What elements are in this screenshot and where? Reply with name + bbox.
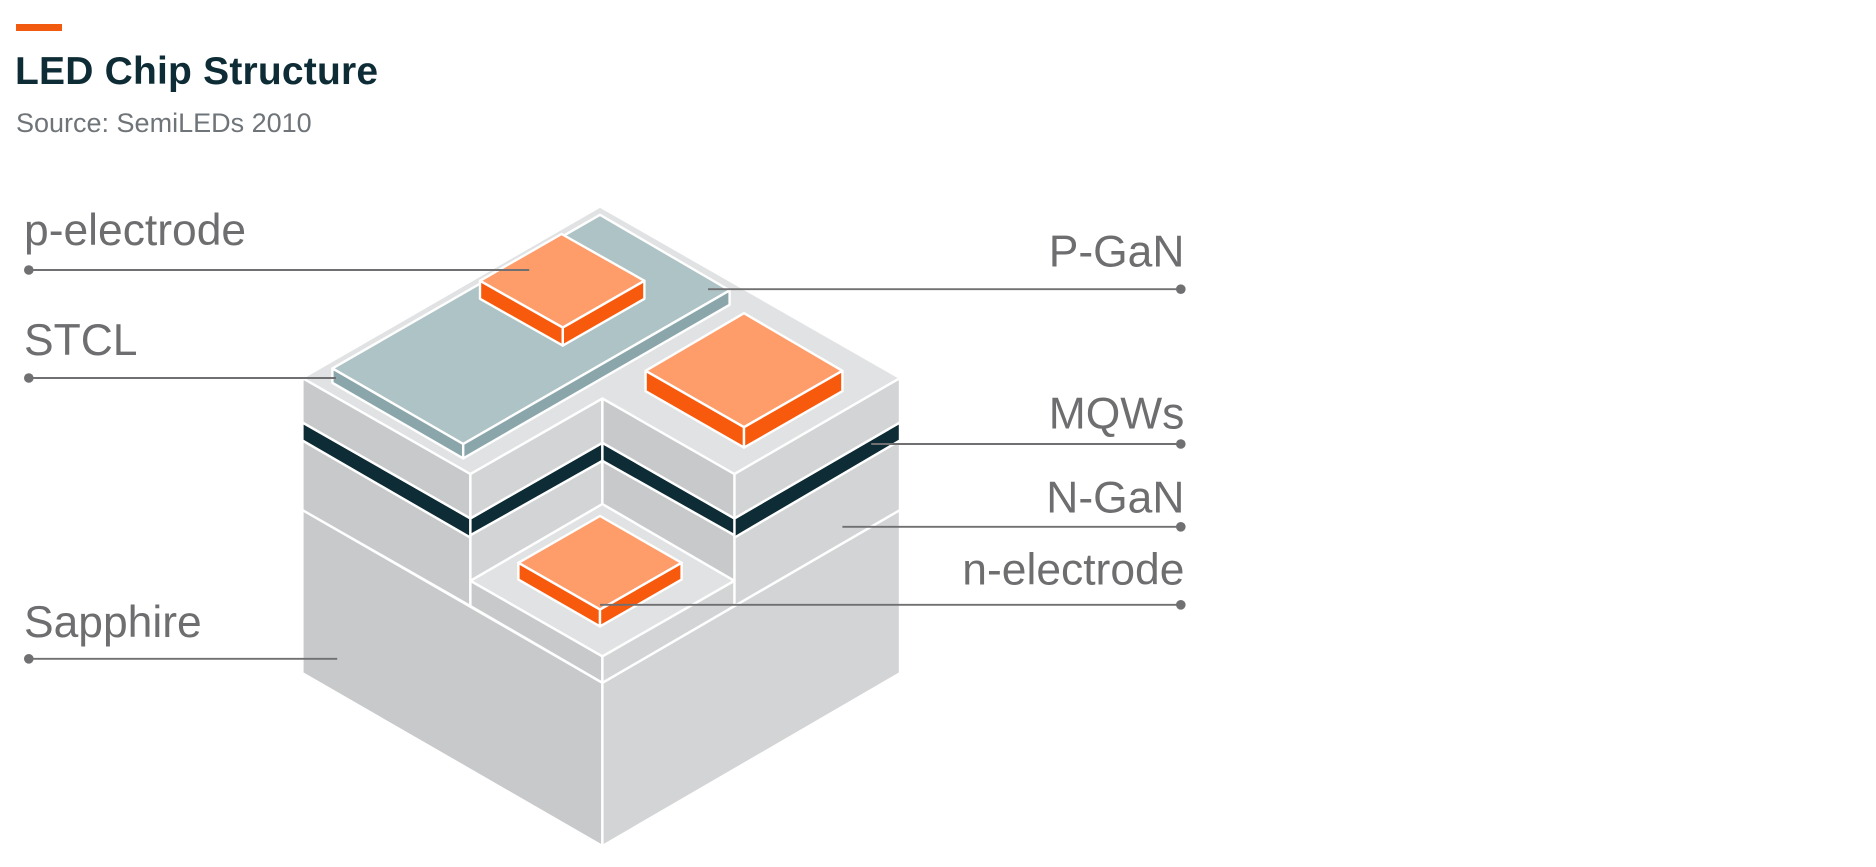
source-note: Source: SemiLEDs 2010 [16,108,312,138]
p-gan-leader [708,284,1186,294]
mqw-layer [301,421,902,539]
label-mqws: MQWs [1049,389,1185,438]
title-accent-bar [16,24,62,31]
p-electrode-pad [478,232,646,347]
label-p-gan: P-GaN [1049,227,1185,276]
label-stcl: STCL [24,316,137,365]
label-n-electrode: n-electrode [962,545,1184,594]
sapphire-layer [301,508,902,848]
n-gan-leader [842,522,1186,532]
label-n-gan: N-GaN [1046,473,1184,522]
label-sapphire: Sapphire [24,598,202,647]
mqws-leader [871,439,1186,449]
p-electrode-leader [24,265,530,275]
n-electrode-leader [600,600,1186,610]
p-gan-side [301,376,902,520]
sapphire-leader [24,654,338,664]
n-electrode-pad [517,514,683,628]
page-title: LED Chip Structure [15,50,379,93]
p-gan-electrode-pad [644,312,844,449]
stcl-leader [24,373,337,383]
n-gan-layer [301,439,902,685]
label-p-electrode: p-electrode [24,206,246,255]
